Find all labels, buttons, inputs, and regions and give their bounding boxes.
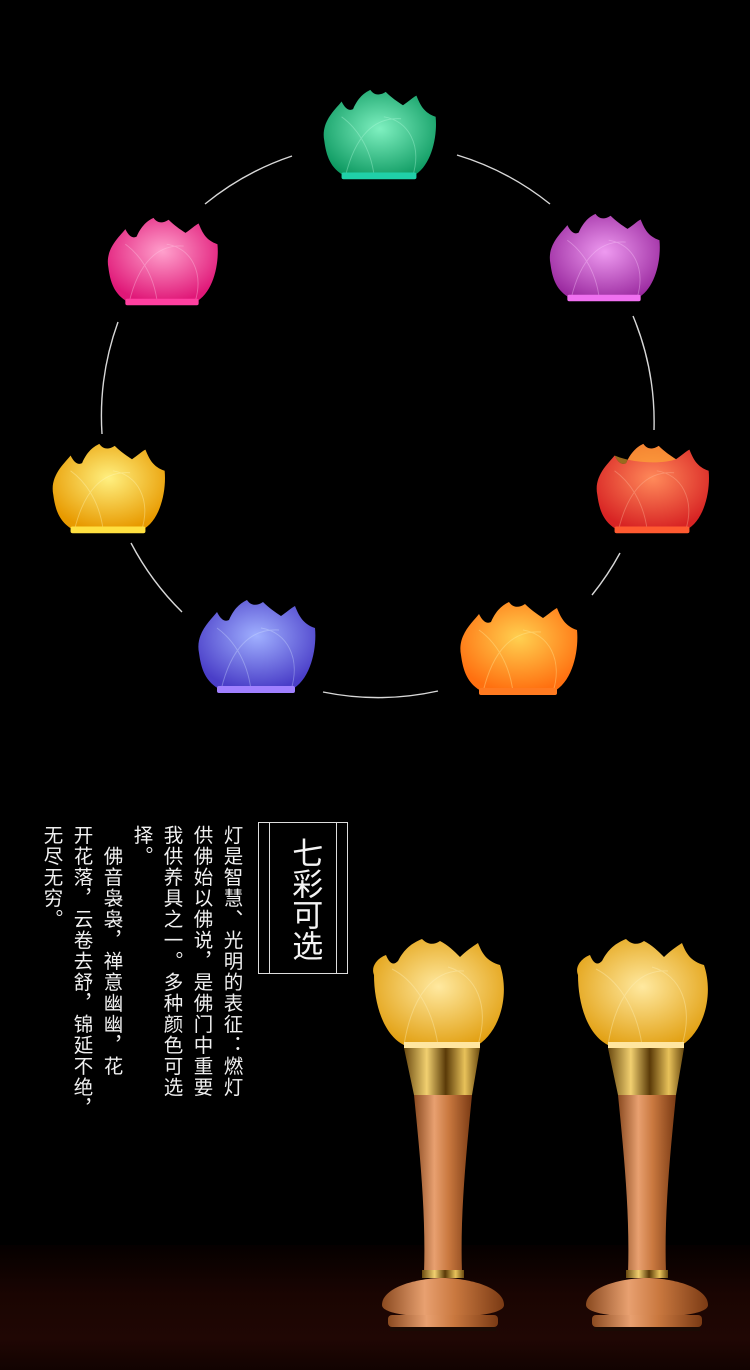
lotus-icon <box>52 443 165 534</box>
lotus-pink <box>100 216 224 310</box>
lamp-icon <box>373 939 504 1331</box>
ring-arc <box>100 321 119 435</box>
lotus-icon <box>549 213 660 302</box>
lotus-icon <box>198 600 316 693</box>
lotus-icon <box>323 89 436 180</box>
ring-arc <box>632 315 655 431</box>
lotus-lamp-right <box>572 935 722 1355</box>
lotus-green <box>316 88 442 184</box>
color-ring <box>100 154 655 699</box>
feature-paragraph-1: 灯是智慧、光明的表征：燃灯 供佛始以佛说，是佛门中重要 我供养具之一。多种颜色可… <box>130 825 243 1098</box>
feature-title: 七彩可选 <box>286 837 323 961</box>
lotus-red <box>588 442 716 538</box>
lotus-icon <box>460 602 578 695</box>
lotus-orange <box>452 600 584 700</box>
lotus-lamp-left <box>368 935 518 1355</box>
title-frame: 七彩可选 <box>258 822 348 974</box>
ring-arc <box>591 552 621 596</box>
ring-arc <box>204 155 293 205</box>
lotus-blue <box>190 598 322 698</box>
lotus-icon <box>107 217 218 306</box>
lotus-yellow <box>44 442 172 538</box>
ring-arc <box>322 690 439 699</box>
title-frame-inner <box>269 822 337 974</box>
lotus-violet <box>542 212 666 306</box>
lotus-icon <box>596 443 709 534</box>
ring-arc <box>130 542 183 613</box>
feature-paragraph-2: 佛音袅袅，禅意幽幽，花 开花落，云卷去舒，锦延不绝， 无尽无穷。 <box>40 825 123 1119</box>
lamp-icon <box>577 939 708 1331</box>
ring-arc <box>456 154 551 205</box>
